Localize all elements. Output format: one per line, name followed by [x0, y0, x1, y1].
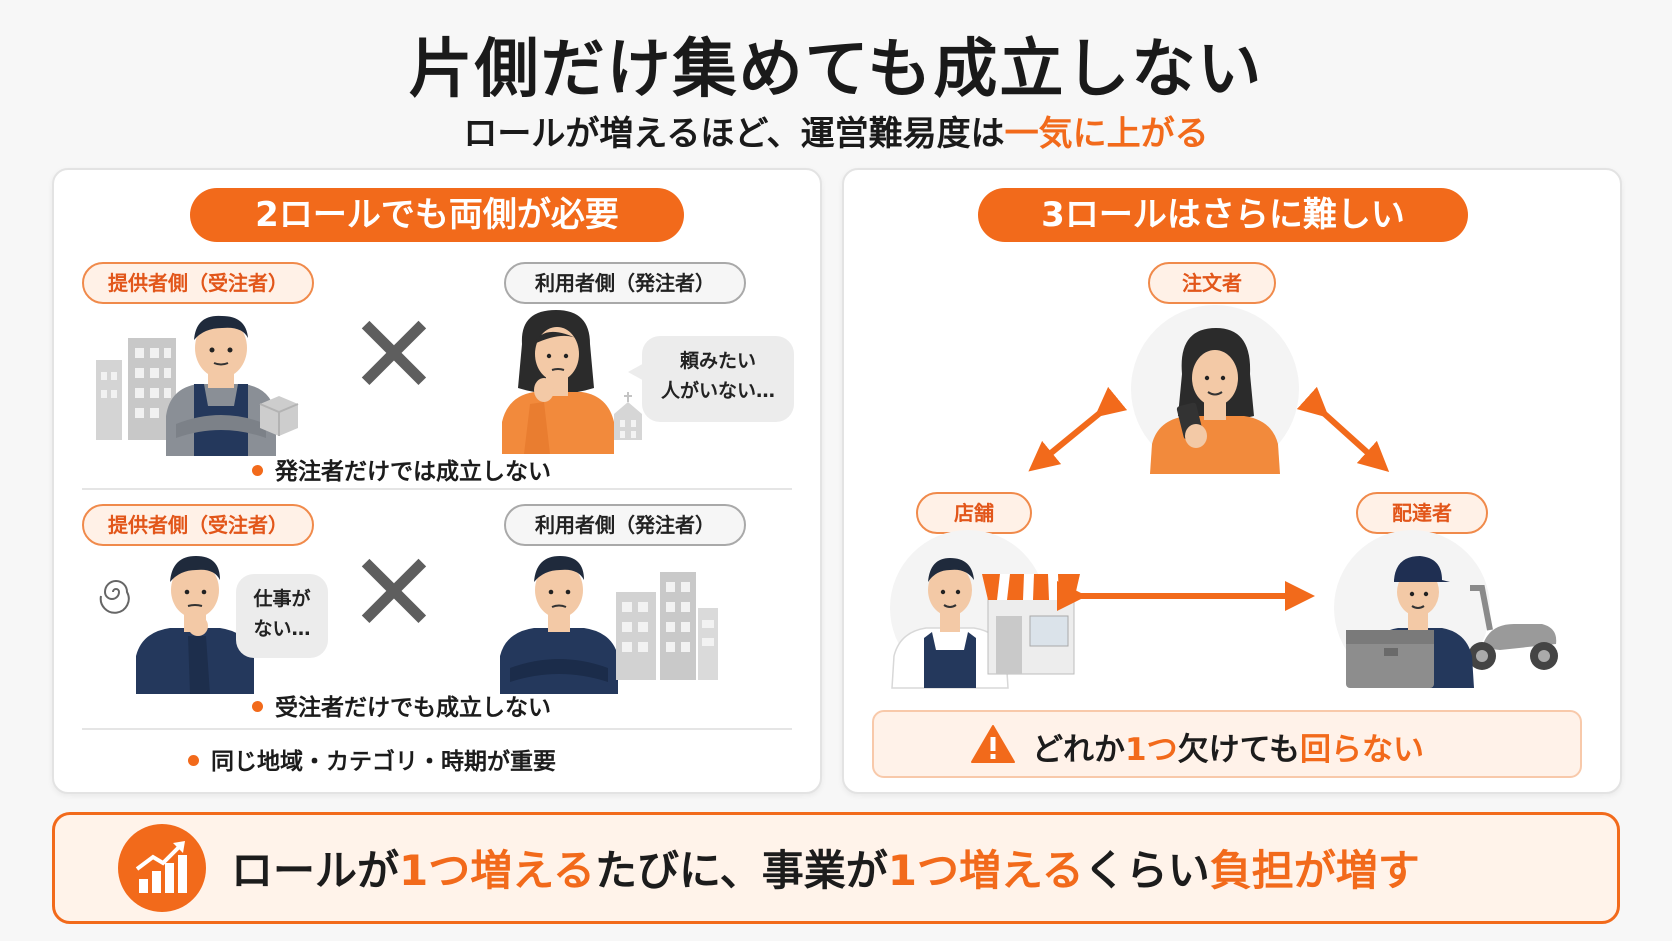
triangle-arrows [1028, 386, 1390, 611]
user-tag-bottom: 利用者側（発注者） [504, 504, 746, 546]
banner-accent-1: 1つ増える [399, 846, 595, 895]
bubble-line-2: 人がいない… [660, 380, 775, 402]
note-top-text: 発注者だけでは成立しない [275, 459, 551, 485]
banner-part-4: くらい [1083, 846, 1210, 895]
banner-part-3: 事業が [761, 846, 888, 895]
bullet-dot [252, 701, 263, 712]
customer-phone-woman-icon [1131, 305, 1299, 474]
warning-icon [971, 725, 1015, 763]
warning-mid: 欠けても [1177, 732, 1301, 768]
left-panel: 2ロールでも両側が必要 提供者側（受注者） 利用者側（発注者） ✕ [52, 168, 822, 794]
bottom-banner: ロールが1つ増えるたびに、事業が1つ増えるくらい負担が増す [52, 812, 1620, 924]
provider-tag-top: 提供者側（受注者） [82, 262, 314, 304]
provider-tag-bottom: 提供者側（受注者） [82, 504, 314, 546]
page-title: 片側だけ集めても成立しない [408, 33, 1264, 107]
banner-accent-2: 1つ増える [887, 846, 1084, 895]
footer-note-text: 同じ地域・カテゴリ・時期が重要 [211, 749, 556, 775]
right-panel: 3ロールはさらに難しい 注文者 店舗 配達者 [842, 168, 1622, 794]
footer-note: 同じ地域・カテゴリ・時期が重要 [188, 742, 556, 776]
growth-chart-icon [118, 824, 206, 912]
speech-bubble-bottom: 仕事が ない… [236, 574, 328, 658]
bubble-line-1: 仕事が [253, 588, 311, 610]
banner-text: ロールが1つ増えるたびに、事業が1つ増えるくらい負担が増す [231, 837, 1420, 898]
warning-text: どれか1つ欠けても回らない [1032, 724, 1424, 769]
office-buildings-icon [616, 572, 718, 680]
provider-worker-thinking-icon [136, 556, 254, 694]
role-tag-store: 店舗 [916, 492, 1032, 534]
divider-1 [82, 488, 792, 490]
bullet-dot [188, 755, 199, 766]
divider-2 [82, 728, 792, 730]
subtitle-text: ロールが増えるほど、運営難易度は [463, 114, 1005, 154]
small-building-icon [614, 392, 642, 440]
right-panel-heading: 3ロールはさらに難しい [978, 188, 1468, 242]
bubble-tail [628, 362, 646, 382]
warning-box: どれか1つ欠けても回らない [872, 710, 1582, 778]
page-subtitle: ロールが増えるほど、運営難易度は一気に上がる [0, 106, 1672, 155]
warning-pre: どれか [1032, 732, 1125, 768]
subtitle-accent: 一気に上がる [1004, 114, 1209, 154]
building-icon [96, 338, 176, 440]
banner-accent-3: 負担が増す [1209, 846, 1420, 895]
warning-accent-1: 1つ [1125, 732, 1178, 768]
mismatch-x-icon-bottom: ✕ [347, 529, 441, 657]
customer-woman-icon [502, 310, 614, 454]
left-panel-heading: 2ロールでも両側が必要 [190, 188, 684, 242]
banner-part-2: たびに、 [594, 846, 762, 895]
bubble-line-1: 頼みたい [679, 350, 756, 372]
note-bottom: 受注者だけでも成立しない [252, 688, 551, 722]
arrow-customer-courier [1296, 386, 1390, 473]
note-top: 発注者だけでは成立しない [252, 452, 551, 486]
banner-part-1: ロールが [231, 846, 400, 895]
note-bottom-text: 受注者だけでも成立しない [275, 695, 551, 721]
bubble-line-2: ない… [253, 618, 311, 640]
role-tag-courier: 配達者 [1356, 492, 1488, 534]
courier-scooter-icon [1334, 530, 1558, 688]
role-tag-customer: 注文者 [1148, 262, 1276, 304]
user-tag-top: 利用者側（発注者） [504, 262, 746, 304]
customer-man-icon [500, 556, 618, 694]
mismatch-x-icon-top: ✕ [347, 291, 441, 419]
arrow-customer-store [1028, 386, 1128, 472]
store-staff-icon [890, 530, 1080, 689]
confused-scribble-icon [99, 580, 130, 614]
package-icon [259, 396, 299, 436]
bullet-dot [252, 465, 263, 476]
warning-accent-2: 回らない [1300, 732, 1425, 768]
speech-bubble-top: 頼みたい 人がいない… [642, 336, 794, 422]
provider-worker-icon [166, 315, 276, 456]
